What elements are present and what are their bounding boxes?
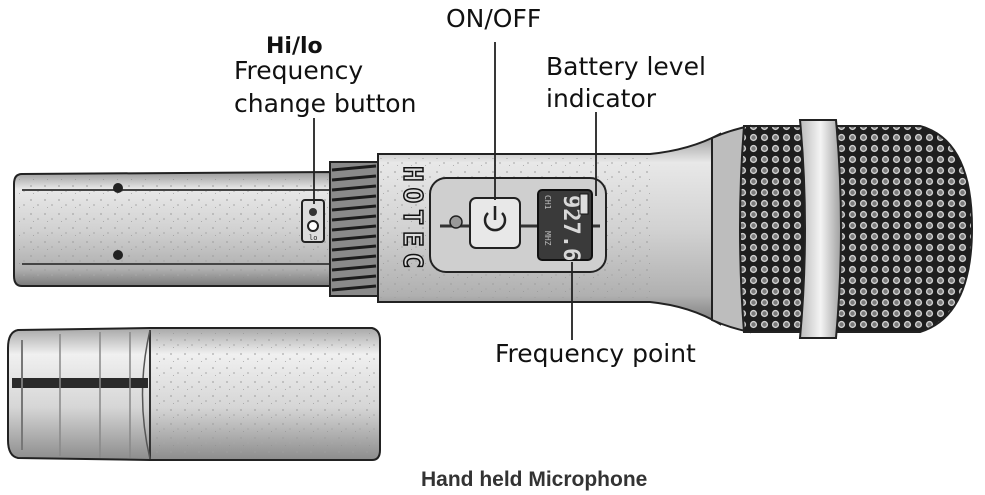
mesh-head: [739, 119, 974, 339]
power-button[interactable]: [469, 197, 521, 249]
battery-tube: lo: [13, 170, 331, 287]
lcd-frequency: 927.6: [558, 195, 583, 261]
lcd-display: 927.6 CH1 MHZ: [537, 189, 593, 261]
label-battery-1: Battery level: [546, 52, 706, 81]
tube-screw-top: [113, 183, 123, 193]
battery-level-icon: [579, 193, 589, 215]
svg-text:lo: lo: [309, 234, 317, 242]
label-frequency-change-2: change button: [234, 89, 417, 118]
lcd-channel: CH1: [543, 195, 552, 210]
battery-cap: [7, 327, 381, 461]
label-frequency-point: Frequency point: [495, 339, 696, 368]
handle-body: 927.6 CH1 MHZ HOTEC: [377, 132, 721, 326]
battery-cap-groove: [12, 378, 148, 388]
diagram-caption: Hand held Microphone: [421, 468, 648, 491]
microphone: lo: [13, 119, 974, 339]
power-icon: [483, 206, 507, 232]
leader-lines: [313, 42, 597, 340]
label-hilo: Hi/lo: [266, 34, 323, 59]
battery-cap-speckle: [150, 332, 375, 456]
tube-screw-bottom: [113, 250, 123, 260]
thread-ring: [329, 161, 379, 297]
label-frequency-change-1: Frequency: [234, 56, 364, 85]
label-on-off: ON/OFF: [446, 4, 542, 33]
label-battery-2: indicator: [546, 84, 657, 113]
lcd-unit: MHZ: [543, 231, 552, 246]
brand-logo: HOTEC: [397, 166, 427, 274]
